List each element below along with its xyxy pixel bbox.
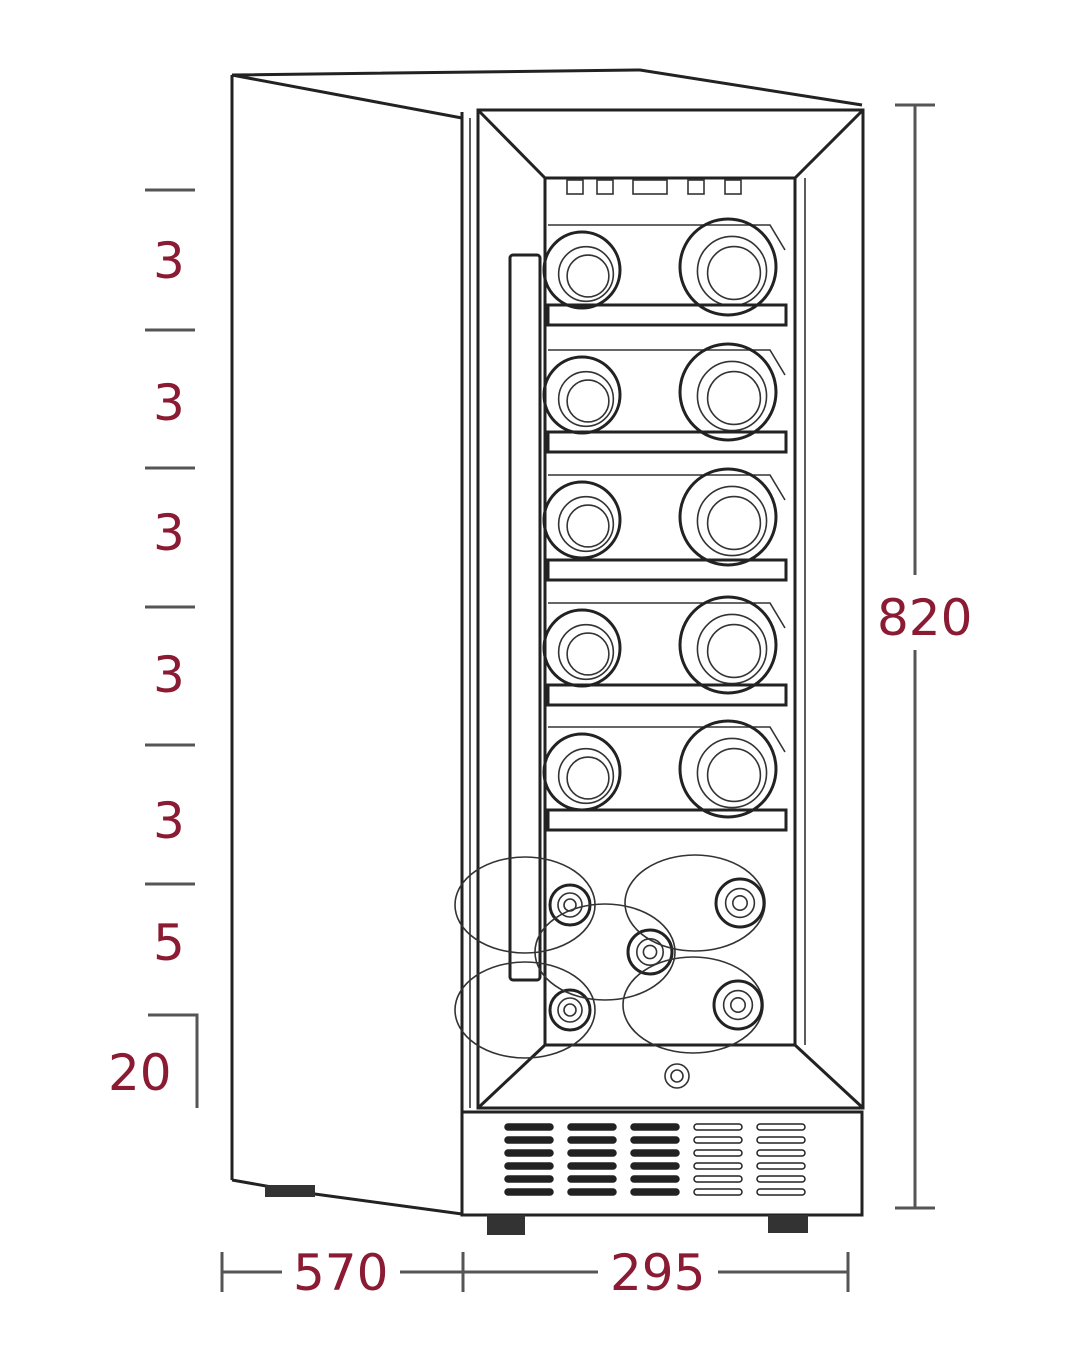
wine-bottle: [622, 956, 764, 1054]
shelf-capacity-label: 3: [153, 792, 185, 850]
vent-slot: [693, 1162, 743, 1170]
vent-slot: [756, 1175, 806, 1183]
base-height-bracket: [148, 1013, 199, 1108]
vent-slot: [504, 1136, 554, 1144]
depth-label: 570: [293, 1244, 388, 1302]
wine-bottle: [542, 480, 622, 560]
vent-slot: [504, 1188, 554, 1196]
front-foot-left: [487, 1215, 525, 1235]
door: [460, 108, 865, 1112]
control-panel: [566, 179, 742, 195]
door-handle[interactable]: [508, 253, 542, 982]
vent-slot: [567, 1136, 617, 1144]
control-button[interactable]: [596, 179, 614, 195]
vent-slot: [567, 1188, 617, 1196]
base-grille: [460, 1110, 864, 1235]
width-label: 295: [610, 1244, 705, 1302]
wine-bottle: [534, 903, 676, 1001]
control-button[interactable]: [687, 179, 705, 195]
control-button[interactable]: [724, 179, 742, 195]
wine-bottle: [454, 856, 596, 954]
shelf: [546, 430, 788, 454]
glass-panel: [543, 176, 797, 1047]
base-height-label: 20: [108, 1044, 172, 1102]
wine-bottle: [542, 732, 622, 812]
wine-bottle: [678, 719, 778, 819]
width-depth-dimension: 570 295: [220, 1244, 850, 1302]
logo-icon: [664, 1063, 690, 1089]
wine-bottle: [542, 355, 622, 435]
shelf-capacity-label: 5: [153, 914, 185, 972]
shelf-capacity-label: 3: [153, 374, 185, 432]
vent-slot: [504, 1162, 554, 1170]
vent-slot: [756, 1149, 806, 1157]
front-foot-right: [768, 1215, 808, 1233]
wine-bottle: [678, 217, 778, 317]
vent-slot: [567, 1149, 617, 1157]
vent-slot: [756, 1123, 806, 1131]
wine-bottle: [678, 595, 778, 695]
wine-bottle: [454, 961, 596, 1059]
shelf: [546, 303, 788, 327]
shelf-capacity-label: 3: [153, 504, 185, 562]
vent-slot: [693, 1136, 743, 1144]
height-dimension: 820: [877, 103, 972, 1210]
vent-slot: [630, 1123, 680, 1131]
vent-slot: [693, 1123, 743, 1131]
vent-slot: [630, 1136, 680, 1144]
vent-slot: [504, 1149, 554, 1157]
wine-bottle: [624, 854, 766, 952]
shelf-capacity-dimensions: 3 3 3 3 3 5: [145, 188, 195, 972]
vent-slot: [630, 1149, 680, 1157]
shelf-capacity-label: 3: [153, 646, 185, 704]
vent-slot: [693, 1188, 743, 1196]
shelf: [546, 558, 788, 582]
vent-slot: [567, 1123, 617, 1131]
control-button[interactable]: [632, 179, 668, 195]
rear-foot: [265, 1185, 315, 1197]
wine-bottle: [542, 230, 622, 310]
vent-slot: [504, 1123, 554, 1131]
vent-slot: [630, 1175, 680, 1183]
vent-slot: [756, 1188, 806, 1196]
vent-slot: [567, 1175, 617, 1183]
shelf: [546, 683, 788, 707]
interior: [454, 217, 788, 1059]
vent-slot: [567, 1162, 617, 1170]
shelf-capacity-label: 3: [153, 232, 185, 290]
vent-slot: [693, 1149, 743, 1157]
wine-bottle: [678, 342, 778, 442]
vent-slot: [756, 1162, 806, 1170]
height-label: 820: [877, 589, 972, 647]
vent-slot: [630, 1188, 680, 1196]
cabinet-side: [230, 68, 863, 1216]
vent-slot: [693, 1175, 743, 1183]
vent-slot: [504, 1175, 554, 1183]
control-button[interactable]: [566, 179, 584, 195]
shelf: [546, 808, 788, 832]
vent-slot: [756, 1136, 806, 1144]
wine-bottle: [542, 608, 622, 688]
vent-slot: [630, 1162, 680, 1170]
wine-bottle: [678, 467, 778, 567]
